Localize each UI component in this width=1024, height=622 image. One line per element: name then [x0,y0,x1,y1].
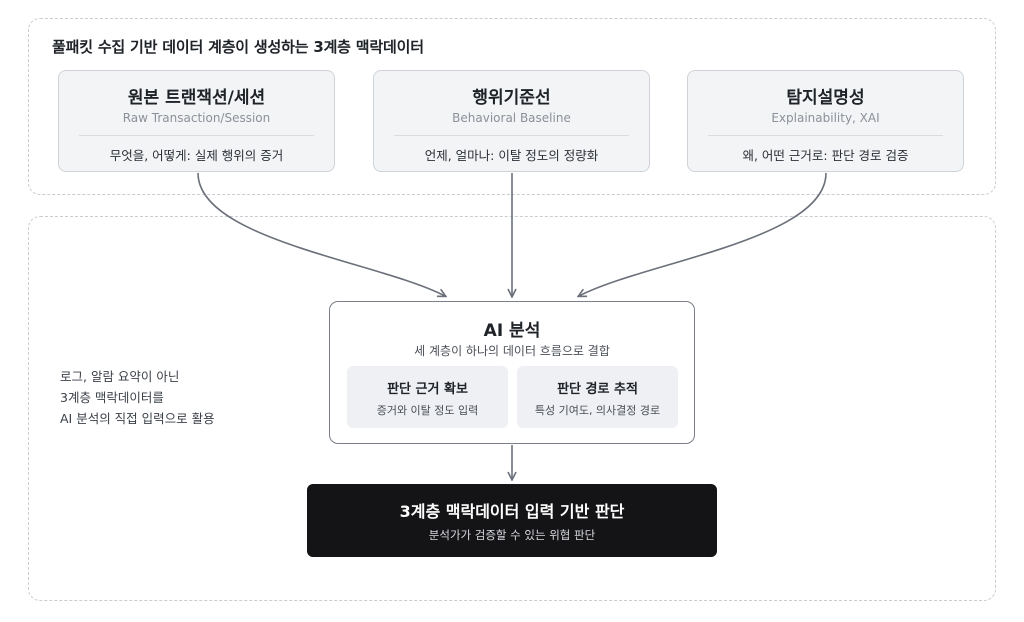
result-subtitle: 분석가가 검증할 수 있는 위협 판단 [428,528,596,542]
ai-analysis-subtitle: 세 계층이 하나의 데이터 흐름으로 결합 [414,344,610,358]
layer-card-subtitle: Explainability, XAI [771,111,880,125]
layer-card-divider [394,135,629,136]
layer-card-raw-transaction: 원본 트랜잭션/세션 Raw Transaction/Session 무엇을, … [58,70,335,172]
inner-card-description: 특성 기여도, 의사결정 경로 [534,404,661,417]
layer-card-title: 원본 트랜잭션/세션 [127,88,266,108]
layer-card-description: 왜, 어떤 근거로: 판단 경로 검증 [742,148,909,163]
ai-analysis-box: AI 분석 세 계층이 하나의 데이터 흐름으로 결합 판단 근거 확보 증거와… [329,301,695,444]
inner-card-title: 판단 경로 추적 [557,382,638,397]
inner-card-title: 판단 근거 확보 [387,382,468,397]
inner-card-description: 증거와 이탈 정도 입력 [376,404,479,417]
inner-card-evidence: 판단 근거 확보 증거와 이탈 정도 입력 [347,366,508,428]
top-group-title: 풀패킷 수집 기반 데이터 계층이 생성하는 3계층 맥락데이터 [52,38,424,56]
inner-card-path-tracking: 판단 경로 추적 특성 기여도, 의사결정 경로 [517,366,678,428]
ai-analysis-title: AI 분석 [483,321,541,341]
layer-card-divider [79,135,314,136]
result-title: 3계층 맥락데이터 입력 기반 판단 [399,502,625,521]
layer-card-behavioral-baseline: 행위기준선 Behavioral Baseline 언제, 얼마나: 이탈 정도… [373,70,650,172]
side-note: 로그, 알람 요약이 아닌 3계층 맥락데이터를 AI 분석의 직접 입력으로 … [60,366,215,429]
result-box: 3계층 맥락데이터 입력 기반 판단 분석가가 검증할 수 있는 위협 판단 [307,484,717,557]
layer-card-title: 탐지설명성 [786,88,865,108]
layer-card-title: 행위기준선 [472,88,551,108]
side-note-line: 로그, 알람 요약이 아닌 [60,369,180,384]
layer-card-subtitle: Raw Transaction/Session [122,111,271,125]
layer-card-description: 언제, 얼마나: 이탈 정도의 정량화 [424,148,599,163]
side-note-line: 3계층 맥락데이터를 [60,390,164,405]
layer-card-description: 무엇을, 어떻게: 실제 행위의 증거 [109,148,284,163]
layer-card-divider [708,135,943,136]
side-note-line: AI 분석의 직접 입력으로 활용 [60,411,215,426]
layer-card-explainability: 탐지설명성 Explainability, XAI 왜, 어떤 근거로: 판단 … [687,70,964,172]
layer-card-subtitle: Behavioral Baseline [452,111,571,125]
